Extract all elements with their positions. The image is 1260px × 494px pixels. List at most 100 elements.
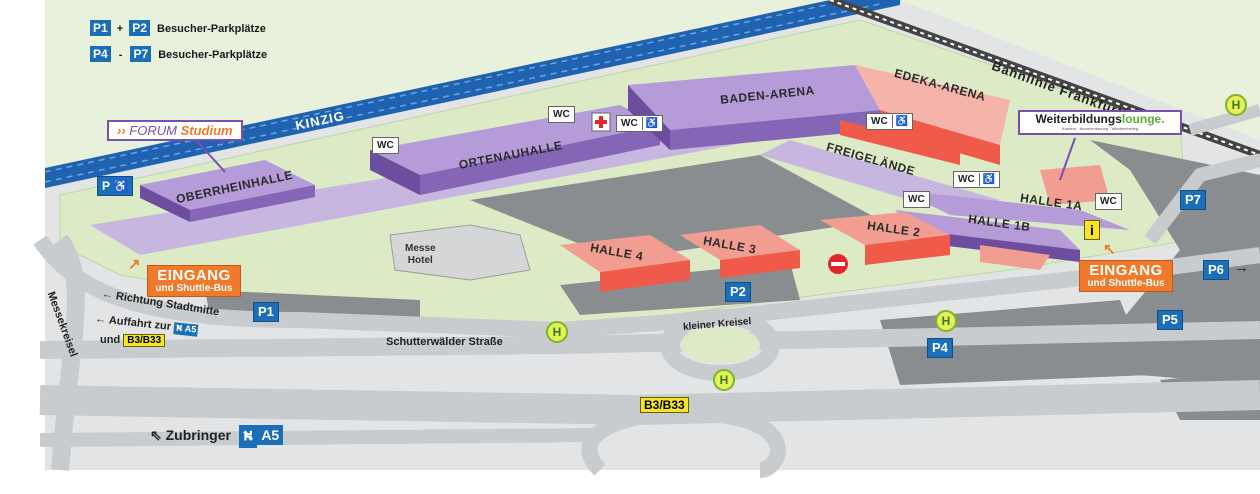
building-baden-arena-roof [628, 65, 880, 130]
parking-p1[interactable]: P1 [253, 302, 279, 322]
parking-disabled-label: P [102, 179, 110, 193]
forum-studium-callout[interactable]: ›› FORUM Studium [107, 120, 243, 141]
parking-p7[interactable]: P7 [1180, 190, 1206, 210]
building-halle-2-annex [980, 245, 1050, 270]
road-label-und: und B3/B33 [100, 334, 166, 347]
entrance-west-label: EINGANG [157, 267, 231, 284]
lounge-subtitle: Karriere · Neuorientierung · Wiedereinst… [1061, 126, 1139, 131]
wc-halle-1a[interactable]: WC [1095, 193, 1122, 210]
road-tag-b3b33-text: B3/B33 [640, 397, 689, 413]
wc-label: WC [553, 109, 570, 120]
road-messekreisel [51, 234, 85, 471]
building-messe-hotel [389, 224, 531, 281]
lounge-pointer [1059, 137, 1076, 181]
wheelchair-icon: ♿ [891, 115, 908, 128]
road-tag-b3b33-small: B3/B33 [123, 334, 166, 347]
building-oberrheinhalle-roof [140, 160, 315, 210]
building-halle-1a-roof [900, 190, 1130, 230]
wc-label: WC [621, 118, 638, 129]
motorway-icon: ⛕ [238, 425, 258, 448]
legend-code-p4: P4 [90, 46, 111, 62]
road-east [1144, 153, 1260, 245]
roundabout-center [680, 327, 760, 363]
forum-prefix: FORUM [129, 123, 177, 138]
entrance-west[interactable]: EINGANG und Shuttle-Bus [147, 265, 241, 297]
wheelchair-icon: ♿ [641, 117, 658, 130]
bus-stop-icon[interactable]: H [713, 369, 735, 391]
wc-edeka-arena[interactable]: WC♿ [866, 113, 914, 130]
road-tag-b3b33: B3/B33 [636, 397, 693, 413]
parking-p4[interactable]: P4 [927, 338, 953, 358]
legend-sep-2: - [118, 49, 123, 61]
wc-label: WC [871, 116, 888, 127]
parking-p2[interactable]: P2 [725, 282, 751, 302]
building-halle-3-front [720, 250, 800, 278]
building-halle-1b-roof [895, 210, 1080, 250]
parking-disabled[interactable]: P ♿ [97, 176, 134, 196]
entrance-west-sub: und Shuttle-Bus [155, 283, 233, 294]
building-baden-arena-front [670, 110, 880, 150]
motorway-a5-label: A5 [257, 425, 284, 445]
lounge-title-b: lounge. [1121, 112, 1165, 126]
entrance-east-sub: und Shuttle-Bus [1087, 278, 1165, 289]
parking-lot-central [470, 155, 880, 260]
wc-label: WC [1100, 196, 1117, 207]
parking-p6[interactable]: P6 [1203, 260, 1229, 280]
wheelchair-icon: ♿ [113, 179, 129, 193]
wc-halle-1b[interactable]: WC [903, 191, 930, 208]
bus-stop-icon[interactable]: H [1225, 94, 1247, 116]
wc-label: WC [908, 194, 925, 205]
building-halle-4-roof [560, 235, 690, 272]
building-edeka-arena-roof [855, 65, 1010, 145]
arrow-right-icon: → [1234, 259, 1249, 276]
building-halle-2-roof [820, 212, 950, 245]
entrance-east[interactable]: EINGANG und Shuttle-Bus [1079, 260, 1173, 292]
building-halle-4-front [600, 260, 690, 292]
road-label-schutterwaelder: Schutterwälder Straße [386, 336, 503, 348]
road-label-und-text: und [100, 334, 121, 346]
legend-text-2: Besucher-Parkplätze [158, 49, 268, 61]
legend-sep-1: + [116, 23, 124, 35]
weiterbildungslounge-callout[interactable]: Weiterbildungslounge. Karriere · Neuorie… [1018, 110, 1182, 135]
no-entry-bar [831, 262, 845, 266]
building-halle-3-roof [680, 225, 800, 260]
river-wave [44, 1, 841, 173]
legend-code-p1: P1 [90, 20, 111, 36]
road-ramp-loop [581, 404, 786, 478]
forum-name: Studium [180, 123, 233, 138]
wc-label: WC [958, 174, 975, 185]
legend-text-1: Besucher-Parkplätze [157, 23, 266, 35]
entrance-arrow-icon: ↗ [128, 256, 141, 273]
road-zubringer [39, 428, 601, 447]
forum-pointer [195, 139, 226, 173]
legend-code-p7: P7 [130, 46, 152, 62]
wc-ortenauhalle[interactable]: WC [372, 137, 399, 154]
wc-halle-1-north[interactable]: WC♿ [953, 171, 1001, 188]
road-lower [39, 321, 1260, 359]
wc-label: WC [377, 140, 394, 151]
bus-stop-icon[interactable]: H [546, 321, 568, 343]
wheelchair-icon: ♿ [978, 173, 995, 186]
wc-baden-arena-west[interactable]: WC [548, 106, 575, 123]
wc-baden-arena[interactable]: WC♿ [616, 115, 664, 132]
road-label-zubringer-text: Zubringer [165, 427, 231, 443]
building-edeka-arena-base [840, 120, 960, 165]
bus-stop-icon[interactable]: H [935, 310, 957, 332]
building-halle-2-front [865, 235, 950, 265]
building-ortenauhalle-roof [370, 105, 660, 175]
entrance-arrow-icon: ↖ [1103, 241, 1116, 258]
label-messe-hotel[interactable]: Messe Hotel [405, 243, 436, 266]
entrance-east-label: EINGANG [1089, 262, 1163, 279]
building-oberrheinhalle-front [190, 185, 315, 222]
lounge-title-a: Weiterbildungs [1035, 112, 1122, 126]
info-point-icon[interactable]: i [1084, 220, 1100, 240]
building-ortenauhalle-front [420, 125, 660, 195]
building-oberrheinhalle-side [140, 185, 190, 222]
building-halle-1-annex [1040, 165, 1110, 205]
motorway-icon: ⛕ A5 [173, 322, 199, 337]
river-kinzig [45, 0, 900, 188]
parking-p5[interactable]: P5 [1157, 310, 1183, 330]
legend-row-2: P4 - P7 Besucher-Parkplätze [90, 46, 267, 62]
building-ortenauhalle-side [370, 150, 420, 195]
